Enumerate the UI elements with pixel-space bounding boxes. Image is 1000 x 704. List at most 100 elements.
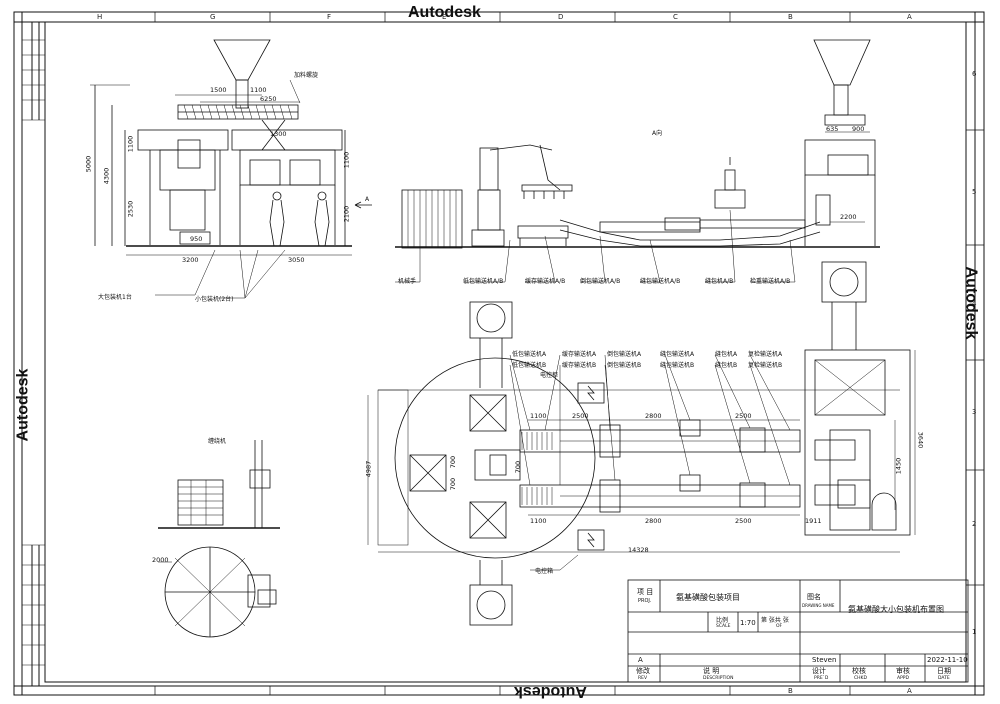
row-label-1: 1 <box>972 628 977 636</box>
row-label-3: 3 <box>972 408 977 416</box>
tb-rev-cn: 修改 <box>636 667 650 675</box>
plan-dim-14328: 14328 <box>628 546 649 554</box>
watermark-left: Autodesk <box>14 368 32 442</box>
col-label-g: G <box>210 13 216 21</box>
col-label-h: H <box>97 13 103 21</box>
label-inspect: 检重输送机A/B <box>750 278 791 285</box>
plan-label-b-2: 倒包输送机B <box>607 362 642 369</box>
plan-dim-2500b: 2500 <box>735 412 752 420</box>
tb-date-value: 2022-11-10 <box>927 656 968 664</box>
view-a-elevation <box>395 39 880 283</box>
tb-drawing-title: 氨基磺酸大小包装机布置图 <box>848 605 944 614</box>
dim-2100: 2100 <box>342 205 351 223</box>
dim-1100-right: 1100 <box>342 151 351 169</box>
tb-date-en: DATE <box>938 676 950 681</box>
watermark-right: Autodesk <box>962 266 980 340</box>
plan-control-top: 电控柜 <box>540 372 559 379</box>
col-label-e: E <box>442 13 447 21</box>
dim-3050: 3050 <box>288 256 305 264</box>
plan-label-a-3: 缝包输送机A <box>660 351 695 358</box>
tb-scale-cn: 比例 <box>716 617 729 624</box>
plan-dim-1100a: 1100 <box>530 412 547 420</box>
outer-frame <box>13 11 985 696</box>
label-conv4: 缝包输送机A/B <box>640 278 681 285</box>
plan-dim-2800a: 2800 <box>645 412 662 420</box>
plan-dim-700a: 700 <box>449 455 458 469</box>
label-conv1: 低包输送机A/B <box>463 278 504 285</box>
dim-5000: 5000 <box>84 155 93 173</box>
big-bagger-elevation <box>90 39 372 299</box>
label-robot: 机械手 <box>398 278 417 285</box>
plan-dim-2800b: 2800 <box>645 517 662 525</box>
plan-dim-1100b: 1100 <box>530 517 547 525</box>
row-label-4: 4 <box>972 300 977 308</box>
watermark-bottom: Autodesk <box>514 683 587 700</box>
plan-label-a-1: 缓存输送机A <box>562 351 597 358</box>
col-label-c: C <box>673 13 678 21</box>
tb-project-name: 氨基磺酸包装项目 <box>676 593 740 602</box>
detail-title: 缠绕机 <box>208 438 227 445</box>
label-conv2: 缓存输送机A/B <box>525 278 566 285</box>
col-label-f: F <box>327 13 332 21</box>
label-view-a: A向 <box>652 130 663 137</box>
plan-label-b-4: 缝包机B <box>715 362 738 369</box>
dim-635: 635 <box>826 125 839 133</box>
label-conv3: 倒包输送机A/B <box>580 278 621 285</box>
tb-check-cn: 校核 <box>852 667 866 675</box>
tb-scale-value: 1:70 <box>740 619 756 627</box>
plan-label-b-5: 复检输送机B <box>748 362 783 369</box>
dim-3200: 3200 <box>182 256 199 264</box>
tb-design-en: PRE`D <box>814 676 829 681</box>
plan-label-a-0: 低包输送机A <box>512 351 547 358</box>
detail-dim: 2000 <box>152 556 169 564</box>
tb-designer: Steven <box>812 656 837 664</box>
inner-frame <box>44 21 967 683</box>
plan-dim-2500a: 2500 <box>572 412 589 420</box>
row-label-6: 6 <box>972 70 977 78</box>
dim-900: 900 <box>852 125 865 133</box>
label-arrow-a: A <box>365 196 370 203</box>
plan-label-a-4: 缝包机A <box>715 351 738 358</box>
col-label-a: A <box>907 13 912 21</box>
tb-desc-cn: 说 明 <box>703 667 720 675</box>
col-label-b-bottom: B <box>788 687 793 695</box>
tb-desc-en: DESCRIPTION <box>703 676 734 681</box>
tb-project-en: PROJ. <box>638 598 652 604</box>
plan-view <box>367 261 916 626</box>
dim-1100-top: 1100 <box>250 86 267 94</box>
plan-label-b-0: 低包输送机B <box>512 362 547 369</box>
tb-date-cn: 日期 <box>937 667 951 675</box>
row-label-2: 2 <box>972 520 977 528</box>
label-big-bagger: 大包装机1台 <box>98 294 132 301</box>
dim-6250: 6250 <box>260 95 277 103</box>
plan-dim-4987: 4987 <box>364 460 373 478</box>
tb-sheet-cn: 第 张共 张 <box>761 617 789 624</box>
col-label-a-bottom: A <box>907 687 912 695</box>
tb-sheet-en: OF <box>776 624 783 629</box>
plan-label-b-3: 缝包输送机B <box>660 362 695 369</box>
plan-label-a-2: 倒包输送机A <box>607 351 642 358</box>
tb-rev-en: REV <box>638 676 648 681</box>
tb-rev-mark: A <box>638 656 643 664</box>
tb-approve-en: APPD <box>897 676 909 681</box>
plan-dim-700c: 700 <box>514 460 523 474</box>
dim-4300: 4300 <box>102 167 111 185</box>
wrapper-detail <box>158 440 280 638</box>
dim-2200: 2200 <box>840 213 857 221</box>
label-small-bagger: 小包装机(2台) <box>195 296 234 303</box>
tb-drawing-name-en: DRAWING NAME <box>802 603 835 608</box>
dim-950: 950 <box>190 235 203 243</box>
tb-scale-en: SCALE <box>716 624 731 629</box>
title-block-lines <box>627 579 969 683</box>
dim-1300: 1300 <box>270 130 287 138</box>
plan-dim-1450: 1450 <box>894 457 903 475</box>
plan-label-b-1: 缓存输送机B <box>562 362 597 369</box>
plan-dim-700b: 700 <box>449 477 458 491</box>
watermark-top: Autodesk <box>408 4 481 21</box>
label-spiral: 加料螺旋 <box>294 72 319 79</box>
plan-label-a-5: 复检输送机A <box>748 351 783 358</box>
col-label-d: D <box>558 13 564 21</box>
dim-2530: 2530 <box>126 200 135 218</box>
tb-check-en: CHKD <box>854 676 867 681</box>
